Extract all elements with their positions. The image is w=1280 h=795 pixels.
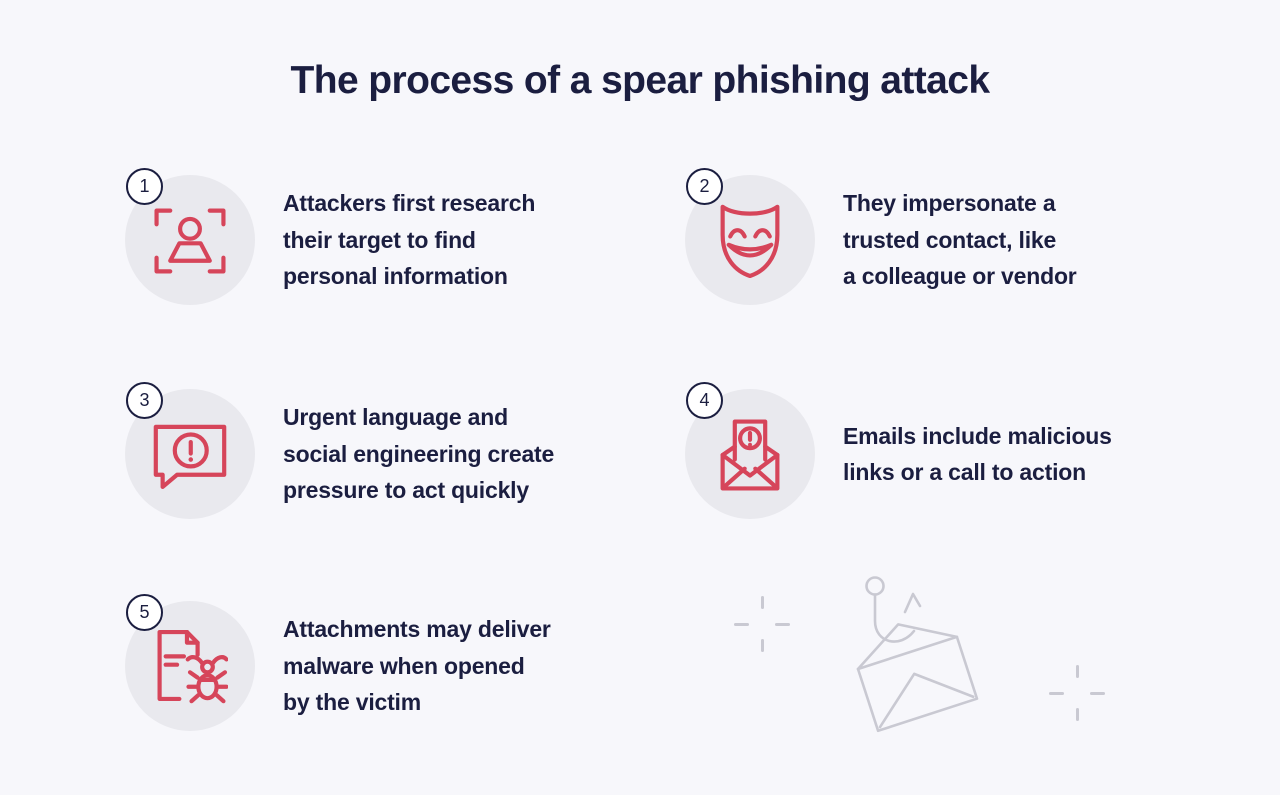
step-2: 2 They impersonate a trusted contact, li… (685, 168, 1077, 305)
step-4-icon-bubble: 4 (685, 382, 815, 519)
mask-icon (720, 204, 780, 279)
step-3-text: Urgent language and social engineering c… (283, 404, 555, 504)
step-3: 3 Urgent language and social engineering… (125, 382, 555, 519)
step-4-text: Emails include malicious links or a call… (843, 422, 1112, 486)
page-title: The process of a spear phishing attack (290, 59, 991, 102)
step-4-number-badge: 4 (686, 382, 723, 419)
step-2-text: They impersonate a trusted contact, like… (843, 190, 1077, 290)
malware-attachment-icon (157, 629, 228, 704)
crosshair-decoration-right (1049, 665, 1105, 721)
step-number: 1 (139, 176, 150, 196)
step-3-number-badge: 3 (126, 382, 163, 419)
step-number: 4 (699, 390, 710, 410)
crosshair-decoration-left (734, 596, 790, 652)
step-5-text: Attachments may deliver malware when ope… (283, 616, 551, 716)
step-number: 5 (139, 602, 150, 622)
user-scan-icon (154, 208, 226, 274)
step-1-icon-bubble: 1 (125, 168, 255, 305)
malicious-email-icon (720, 419, 780, 491)
step-number: 2 (699, 176, 710, 196)
step-2-icon-bubble: 2 (685, 168, 815, 305)
phishing-hook-envelope-icon (856, 576, 979, 733)
step-number: 3 (139, 390, 150, 410)
step-1: 1 Attackers first research their target … (125, 168, 536, 305)
step-1-text: Attackers first research their target to… (283, 190, 536, 290)
step-5: 5 Attachments may deliver malware when o… (125, 594, 551, 731)
step-5-icon-bubble: 5 (125, 594, 255, 731)
step-2-number-badge: 2 (686, 168, 723, 205)
step-4: 4 Emails include malicious links or a ca… (685, 382, 1112, 519)
step-5-number-badge: 5 (126, 594, 163, 631)
step-1-number-badge: 1 (126, 168, 163, 205)
step-3-icon-bubble: 3 (125, 382, 255, 519)
alert-speech-bubble-icon (153, 424, 227, 490)
